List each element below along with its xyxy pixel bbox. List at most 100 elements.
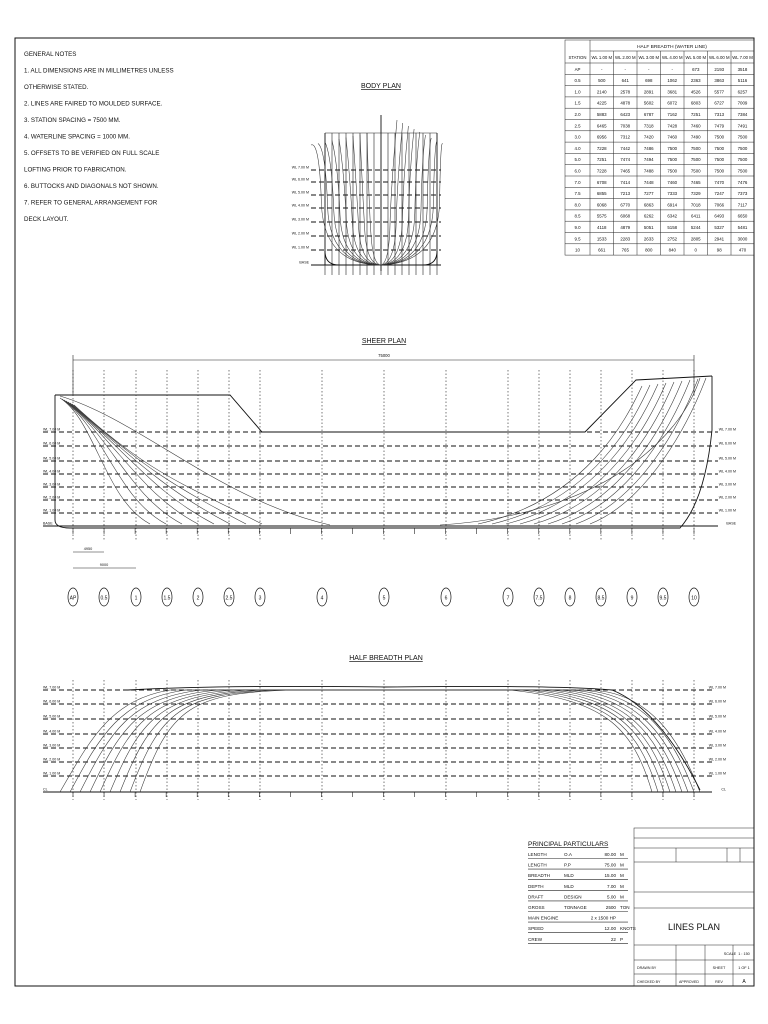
sheer-length-label: 75000 (378, 353, 390, 358)
particular-sub: TONNAGE (564, 905, 587, 910)
table-cell: 4.0 (574, 146, 581, 151)
particular-label: DRAFT (528, 894, 544, 899)
hb-waterline-label: WL 6.00 M (709, 700, 726, 704)
particular-unit: M (620, 852, 624, 857)
sheer-waterline-label: WL 4.00 M (719, 470, 736, 474)
rev-value: A (742, 979, 746, 985)
table-cell: 7500 (691, 157, 701, 162)
body-section-fwd (380, 128, 415, 266)
table-cell: 7448 (644, 180, 654, 185)
particular-sub: DESIGN (564, 894, 582, 899)
table-cell: 7312 (620, 135, 630, 140)
table-cell: 6423 (620, 112, 630, 117)
table-cell: 7500 (738, 135, 748, 140)
note-line: 7. REFER TO GENERAL ARRANGEMENT FOR (24, 200, 158, 207)
checked-label: CHECKED BY (637, 980, 661, 984)
sheer-buttock-aft (59, 397, 151, 525)
rev-label: REV (715, 980, 723, 984)
table-cell: 7066 (714, 202, 724, 207)
sheer-buttock-fwd (533, 381, 675, 525)
particular-label: LENGTH (528, 863, 547, 868)
sheer-dim-label-2: 9000 (100, 563, 108, 567)
table-cell: 6855 (597, 191, 607, 196)
station-balloon (254, 587, 266, 607)
body-waterline-label: WL 7.00 M (292, 166, 309, 170)
sheet-value: 1 OF 1 (738, 966, 750, 970)
table-cell: 840 (669, 248, 677, 253)
station-label: 7 (507, 596, 510, 602)
sheer-buttock-fwd (561, 379, 691, 525)
table-cell: 5577 (714, 89, 724, 94)
station-balloon (192, 587, 204, 607)
table-cell: 9.5 (574, 236, 581, 241)
particular-sub: MLD (564, 873, 574, 878)
table-cell: 7460 (667, 180, 677, 185)
table-cell: 7500 (667, 157, 677, 162)
station-balloon (595, 587, 607, 607)
station-label: 7.5 (536, 596, 543, 602)
table-col-header: WL 6.00 M (709, 55, 730, 60)
table-cell: 7476 (738, 180, 748, 185)
table-cell: 470 (739, 248, 747, 253)
station-balloon (67, 587, 79, 607)
station-label: 8.5 (598, 596, 605, 602)
table-cell: 6411 (691, 214, 701, 219)
table-cell: 7500 (738, 157, 748, 162)
station-balloon (98, 587, 110, 607)
hb-waterline-shape (109, 689, 671, 793)
sheer-waterline-label: WL 7.00 M (719, 428, 736, 432)
sheer-waterline-label: WL 5.00 M (719, 457, 736, 461)
station-balloon (564, 587, 576, 607)
table-cell: 7488 (644, 169, 654, 174)
table-cell: 7486 (644, 146, 654, 151)
station-label: 5 (383, 596, 386, 602)
table-cell: 2752 (667, 236, 677, 241)
station-balloon (533, 587, 545, 607)
body-section-aft (317, 143, 382, 266)
hb-waterline-label: WL 5.00 M (709, 715, 726, 719)
table-cell: 7420 (644, 135, 654, 140)
hb-waterline-shape (139, 689, 653, 793)
table-cell: 7465 (691, 180, 701, 185)
table-cell: 5575 (597, 214, 607, 219)
body-bilge-fwd (422, 250, 438, 266)
sheer-buttock-fwd-long (439, 377, 701, 526)
station-label: 9 (631, 596, 634, 602)
table-cell: 7117 (738, 202, 748, 207)
note-line: 4. WATERLINE SPACING = 1000 MM. (24, 134, 130, 141)
station-balloon (657, 587, 669, 607)
hb-waterline-shape (69, 689, 695, 793)
table-cell: 7038 (620, 123, 630, 128)
particular-value: 2500 (606, 905, 617, 910)
table-col-header: WL 4.00 M (662, 55, 683, 60)
particular-label: MAIN ENGINE (528, 916, 558, 921)
body-waterline-label: WL 5.00 M (292, 191, 309, 195)
body-section-fwd (380, 119, 398, 266)
table-cell: 3518 (738, 67, 748, 72)
table-cell: 641 (622, 78, 630, 83)
note-line: OTHERWISE STATED. (24, 84, 89, 91)
table-cell: 2941 (714, 236, 724, 241)
table-col-header: WL 3.00 M (638, 55, 659, 60)
sheer-waterline-label: BASE (726, 522, 736, 526)
table-cell: 7500 (714, 135, 724, 140)
table-cell: 6.0 (574, 169, 581, 174)
table-cell: 6863 (644, 202, 654, 207)
table-cell: 7490 (691, 135, 701, 140)
body-section-fwd (380, 140, 438, 266)
table-cell: 7500 (667, 169, 677, 174)
body-section-fwd (380, 125, 409, 266)
table-cell: 7228 (597, 146, 607, 151)
particular-value: 80.00 (605, 852, 617, 857)
station-balloon (316, 587, 328, 607)
table-col-header: WL 2.00 M (615, 55, 636, 60)
table-cell: 7162 (667, 112, 677, 117)
hb-waterline-label: WL 6.00 M (43, 700, 60, 704)
sheer-buttock-fwd (477, 385, 643, 525)
sheer-buttock-aft (63, 399, 183, 525)
table-cell: 7491 (738, 123, 748, 128)
table-cell: 6072 (667, 101, 677, 106)
